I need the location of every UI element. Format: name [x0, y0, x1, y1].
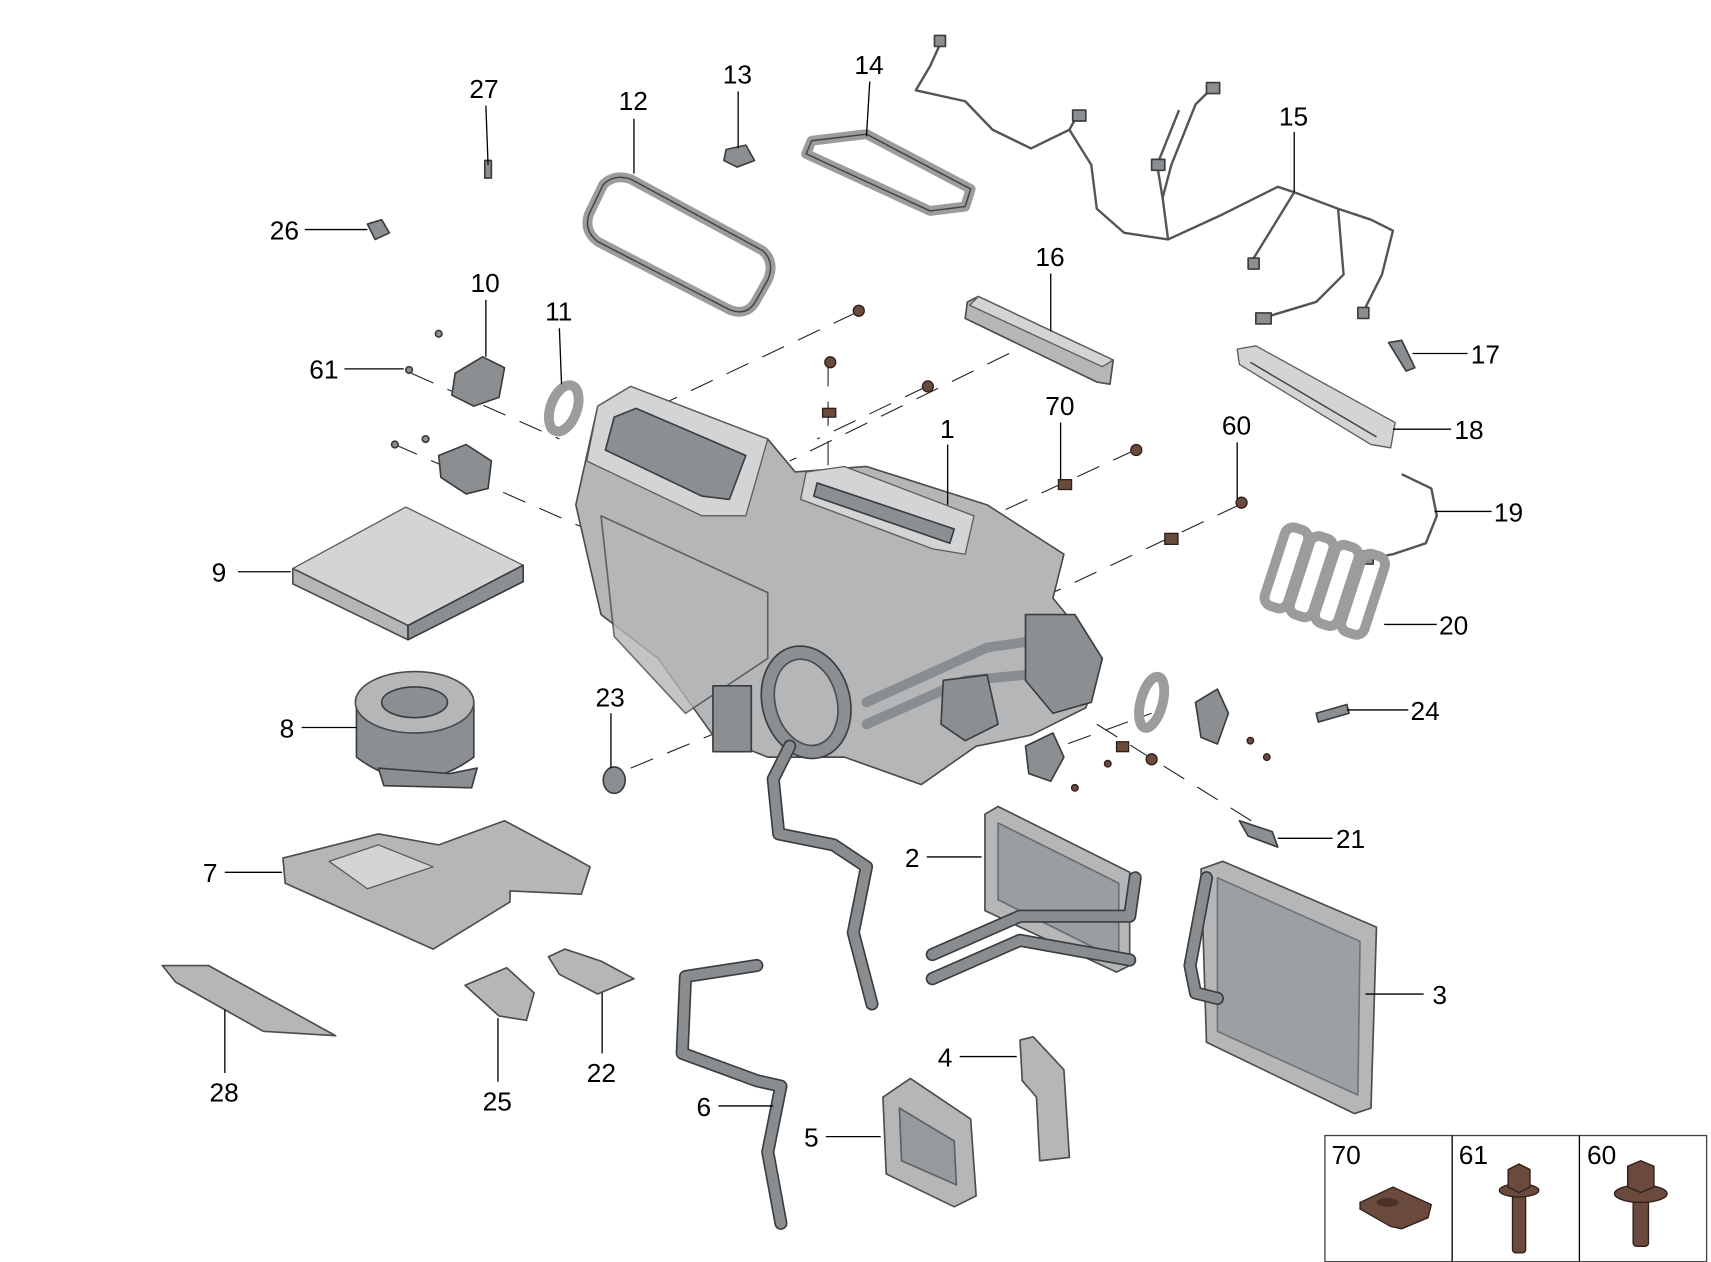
label-part-15: 15: [1279, 101, 1308, 131]
part-8-blower-motor: [354, 670, 478, 789]
label-part-70: 70: [1045, 391, 1074, 421]
part-4-bracket: [1019, 1035, 1071, 1162]
label-part-7: 7: [203, 858, 218, 888]
part-1-hvac-housing: [574, 385, 1104, 786]
label-part-27: 27: [469, 74, 498, 104]
part-labels: 27 12 13 14 15 26 10 11 61 16 17 70 60 1…: [203, 50, 1523, 1153]
part-22-insulation: [547, 948, 635, 995]
label-part-3: 3: [1432, 980, 1447, 1010]
label-part-17: 17: [1471, 339, 1500, 369]
label-part-18: 18: [1454, 415, 1483, 445]
callout-label-60: 60: [1587, 1140, 1616, 1170]
label-part-28: 28: [209, 1078, 238, 1108]
label-part-23: 23: [596, 683, 625, 713]
label-part-6: 6: [696, 1092, 711, 1122]
label-part-20: 20: [1439, 610, 1468, 640]
label-part-14: 14: [854, 50, 883, 80]
label-part-10: 10: [471, 268, 500, 298]
label-part-22: 22: [587, 1058, 616, 1088]
part-12-gasket: [582, 172, 776, 317]
part-15-wire-harness: [914, 34, 1395, 325]
part-7-lower-cover: [282, 819, 591, 950]
part-25-insulation: [464, 966, 535, 1022]
part-26-sensor: [366, 218, 391, 241]
side-actuators: [1024, 671, 1350, 848]
part-28-insulation: [161, 964, 337, 1037]
part-20-seal-set: [1259, 522, 1390, 640]
label-part-1: 1: [940, 414, 955, 444]
label-part-61: 61: [309, 355, 338, 385]
label-part-16: 16: [1035, 242, 1064, 272]
part-13-sensor: [723, 144, 756, 168]
hex-screw-icon: [1498, 1163, 1540, 1254]
hex-bolt-icon: [1613, 1160, 1668, 1247]
label-part-2: 2: [905, 843, 920, 873]
clip-nut-icon: [1359, 1186, 1433, 1230]
label-part-26: 26: [270, 215, 299, 245]
part-11-seal: [543, 380, 584, 437]
label-part-13: 13: [723, 60, 752, 90]
part-5-drain-housing: [882, 1077, 977, 1208]
label-part-12: 12: [619, 86, 648, 116]
part-9-cabin-filter: [292, 506, 524, 641]
part-3-evaporator: [1183, 860, 1378, 1115]
part-17-seal: [1387, 339, 1416, 372]
label-part-11: 11: [545, 297, 572, 327]
callout-label-61: 61: [1459, 1140, 1488, 1170]
label-part-4: 4: [938, 1042, 953, 1072]
part-14-gasket: [801, 129, 976, 216]
label-part-5: 5: [804, 1122, 819, 1152]
label-part-60: 60: [1222, 411, 1251, 441]
label-part-21: 21: [1336, 824, 1365, 854]
part-6-drain-hose: [675, 739, 879, 1230]
part-23-grommet: [602, 766, 626, 795]
label-part-24: 24: [1410, 696, 1439, 726]
part-2-heater-core: [925, 805, 1142, 986]
leader-lines: [224, 81, 1492, 1138]
loose-fasteners: [821, 304, 1271, 792]
label-part-8: 8: [280, 713, 295, 743]
callout-label-70: 70: [1332, 1140, 1361, 1170]
part-16-filter-bar: [964, 295, 1115, 386]
label-part-19: 19: [1494, 497, 1523, 527]
part-18-seal-frame: [1236, 345, 1396, 449]
part-10-actuator: [390, 329, 506, 495]
label-part-25: 25: [483, 1086, 512, 1116]
fastener-callout-box: 70 61 60: [1324, 1134, 1708, 1262]
label-part-9: 9: [212, 558, 227, 588]
